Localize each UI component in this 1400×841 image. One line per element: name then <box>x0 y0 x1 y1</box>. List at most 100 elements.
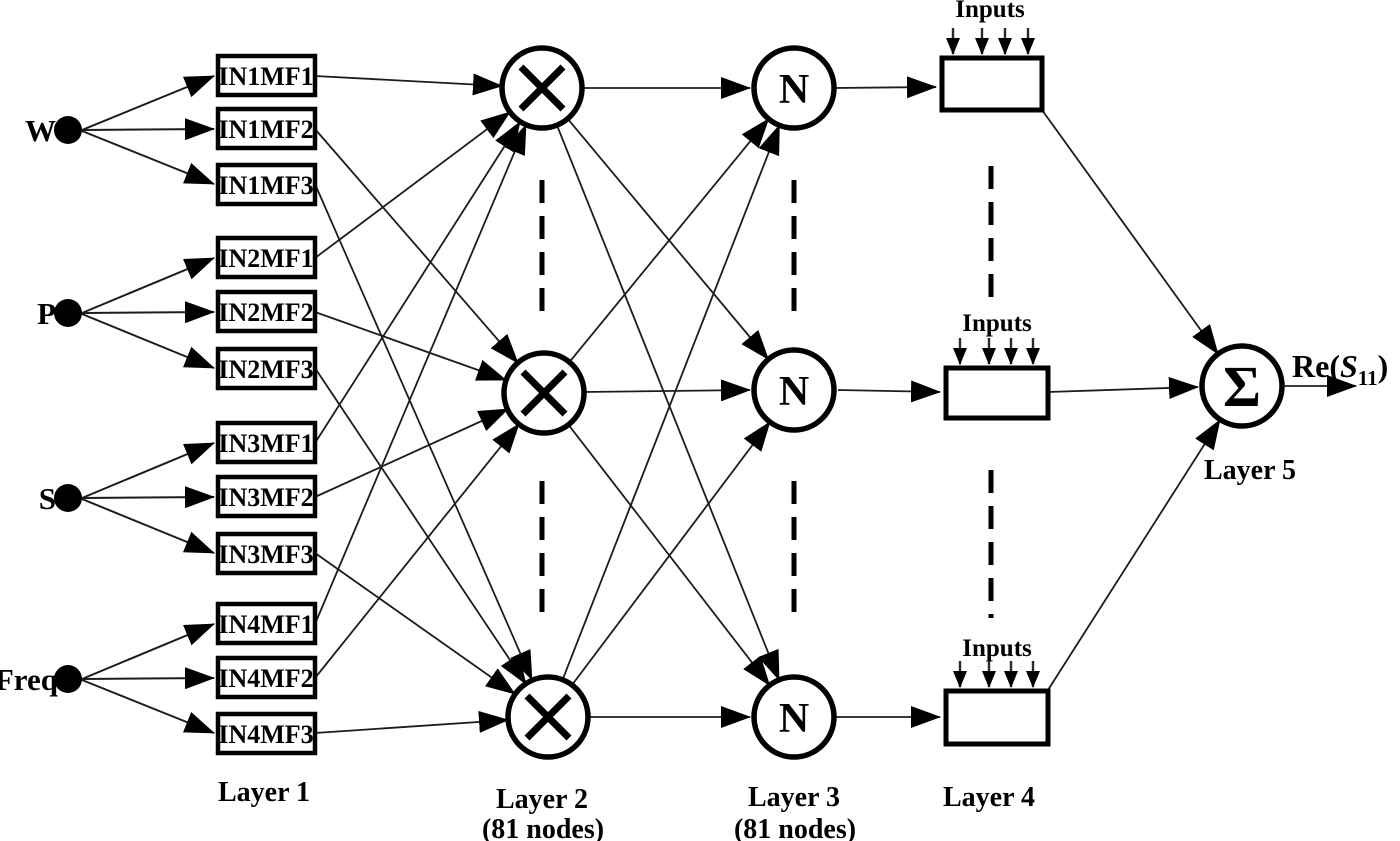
mf-box <box>215 531 318 576</box>
connector <box>314 710 509 734</box>
dashed-separators <box>539 166 994 618</box>
mf-label: IN4MF2 <box>218 664 313 693</box>
connector <box>81 486 215 509</box>
connector <box>568 118 770 363</box>
input-nodes: W P S Freq <box>0 113 82 697</box>
connector <box>81 257 215 314</box>
mf-box <box>215 420 318 465</box>
layer5-sum-node: Σ Re(S11) <box>1199 343 1388 429</box>
connector <box>1047 419 1221 691</box>
input-label-p: P <box>37 296 56 331</box>
connector <box>566 118 770 361</box>
mf-label: IN4MF3 <box>218 720 313 749</box>
connector <box>314 128 519 364</box>
connector <box>314 121 521 444</box>
connector <box>561 124 781 681</box>
norm-node-label: N <box>779 696 809 742</box>
connector <box>81 118 215 141</box>
connector <box>314 423 520 679</box>
mf-box <box>215 474 318 519</box>
input-label-s: S <box>39 481 56 516</box>
output-label: Re(S11) <box>1292 348 1388 390</box>
layer4-defuzz-boxes: Inputs Inputs Inputs <box>939 0 1051 747</box>
connector <box>314 183 533 681</box>
product-to-norm-connections <box>556 77 781 728</box>
norm-node <box>751 347 837 433</box>
mf-box <box>215 235 318 280</box>
mf-box <box>215 346 318 391</box>
layer2-caption: Layer 2 <box>496 784 588 815</box>
mf-label: IN3MF1 <box>218 429 313 458</box>
connector <box>1041 109 1219 355</box>
connector <box>314 552 516 695</box>
input-to-mf-connections <box>81 75 215 734</box>
mf-box <box>215 711 318 756</box>
multiply-icon <box>520 369 568 417</box>
mf-box <box>215 106 318 151</box>
inputs-label: Inputs <box>962 635 1032 662</box>
defuzz-box <box>943 688 1051 747</box>
layer1-caption: Layer 1 <box>218 777 310 808</box>
layer2-product-nodes <box>499 45 591 760</box>
mf-box <box>215 53 318 98</box>
defuzz-to-sum-connections <box>1041 109 1221 691</box>
connector <box>833 76 937 99</box>
norm-node-label: N <box>779 67 809 113</box>
mf-label: IN2MF3 <box>218 355 313 384</box>
connector <box>1047 376 1199 399</box>
mf-box <box>215 601 318 646</box>
connector <box>583 379 751 402</box>
connector <box>81 313 215 369</box>
connector <box>81 75 215 131</box>
mf-box <box>215 162 318 207</box>
defuzz-box <box>939 55 1045 113</box>
connector <box>81 679 215 734</box>
multiply-icon <box>524 693 572 741</box>
connector <box>314 124 527 625</box>
mf-label: IN1MF1 <box>218 62 313 91</box>
mf-label: IN3MF3 <box>218 540 313 569</box>
sigma-icon: Σ <box>1223 354 1261 419</box>
mf-box <box>215 655 318 700</box>
connector <box>314 311 507 381</box>
mf-label: IN2MF2 <box>218 298 313 327</box>
connector <box>314 367 527 685</box>
inputs-label: Inputs <box>955 0 1025 23</box>
layer2-caption-sub: (81 nodes) <box>482 814 604 841</box>
layer-captions: Layer 1 Layer 2 (81 nodes) Layer 3 (81 n… <box>218 455 1296 841</box>
layer3-caption-sub: (81 nodes) <box>734 814 856 841</box>
norm-to-defuzz-connections <box>833 76 941 728</box>
connector <box>81 667 215 690</box>
layer3-caption: Layer 3 <box>748 782 840 813</box>
input-dot-s <box>54 484 82 512</box>
mf-to-product-connections <box>314 73 533 734</box>
connector <box>81 301 215 324</box>
connector <box>81 498 215 554</box>
mf-box <box>215 289 318 334</box>
layer3-norm-nodes: N N N <box>751 45 837 760</box>
connector <box>81 442 215 499</box>
connector <box>81 130 215 185</box>
mf-label: IN4MF1 <box>218 610 313 639</box>
input-dot-w <box>54 116 82 144</box>
layer4-caption: Layer 4 <box>943 782 1035 813</box>
defuzz-box <box>943 365 1051 421</box>
input-label-freq: Freq <box>0 662 58 697</box>
mf-label: IN2MF1 <box>218 244 313 273</box>
connector <box>837 380 941 403</box>
connector <box>81 623 215 680</box>
mini-input-arrows <box>946 28 1040 688</box>
mf-label: IN1MF3 <box>218 171 313 200</box>
connector <box>556 124 780 681</box>
multiply-icon <box>518 64 566 112</box>
input-dot-freq <box>54 665 82 693</box>
connector <box>314 408 509 498</box>
norm-node <box>751 45 837 131</box>
input-dot-p <box>54 299 82 327</box>
inputs-label: Inputs <box>962 310 1032 337</box>
layer1-mf-boxes: IN1MF1 IN1MF2 IN1MF3 IN2MF1 IN2MF2 IN2MF… <box>215 53 318 756</box>
mf-label: IN3MF2 <box>218 483 313 512</box>
norm-node-label: N <box>779 369 809 415</box>
